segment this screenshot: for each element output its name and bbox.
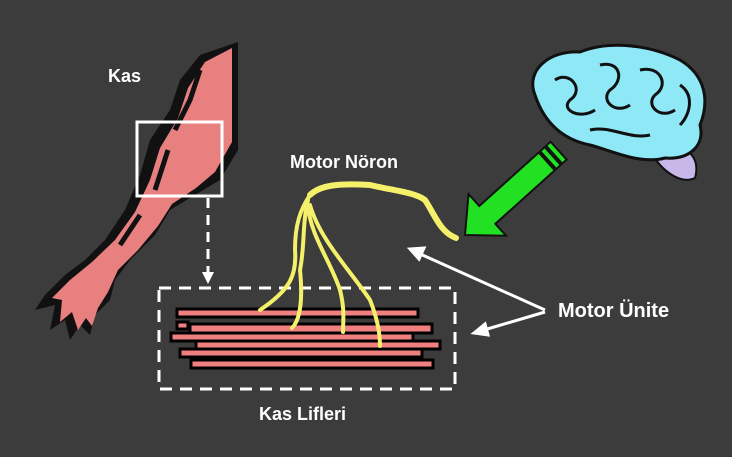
fiber-box [157,286,457,391]
label-motor-neuron: Motor Nöron [290,152,398,172]
zoom-connector-arrowhead [202,272,214,284]
label-muscle-fibers: Kas Lifleri [259,404,347,424]
motor-neuron [258,181,459,348]
muscle-fiber [175,320,190,331]
muscle-fiber [189,358,435,370]
muscle-fibers [169,307,442,370]
motor-unit-pointers [406,246,546,337]
label-muscle: Kas [108,66,142,86]
muscle-fiber [178,347,424,359]
signal-arrow [463,140,569,237]
brain-illustration [531,43,707,181]
label-motor-unit: Motor Ünite [558,300,670,322]
zoom-square [135,120,224,198]
